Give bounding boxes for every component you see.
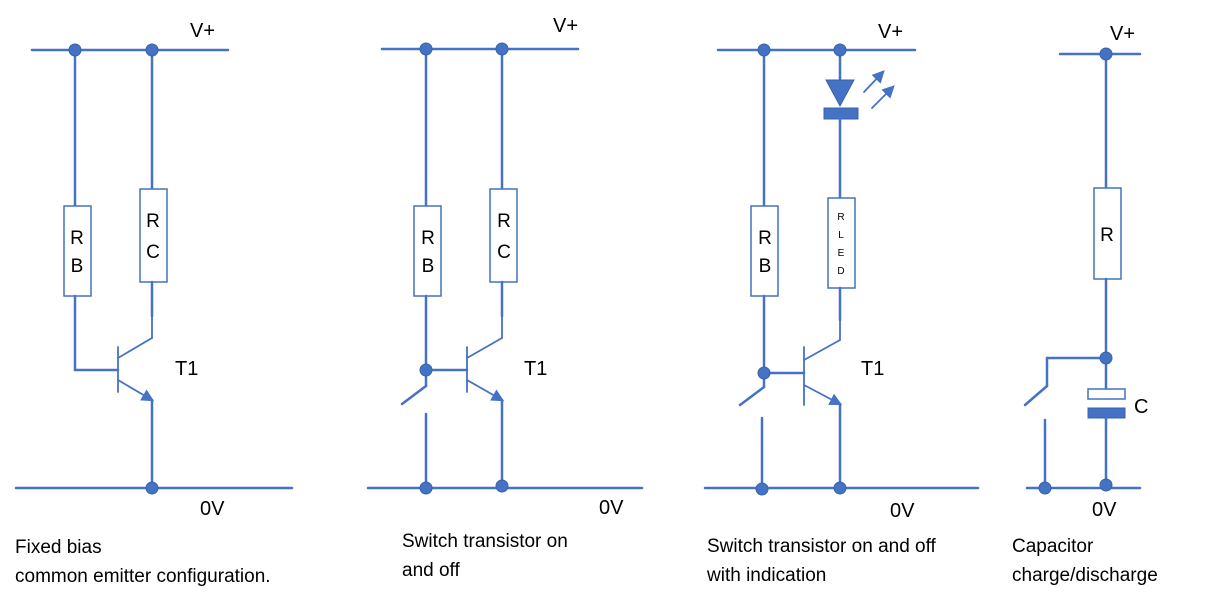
resistor-label: C — [497, 242, 511, 263]
caption-line: and off — [402, 560, 460, 581]
junction-dot — [833, 481, 847, 495]
collector-resistor — [489, 188, 518, 283]
junction-dot — [755, 482, 769, 496]
junction-dot — [145, 43, 159, 57]
resistor-label: R — [70, 228, 84, 249]
resistor-label: R — [1100, 225, 1114, 246]
ground-label: 0V — [890, 500, 915, 522]
ground-label: 0V — [1092, 499, 1117, 521]
vplus-label: V+ — [553, 15, 578, 37]
caption-line: with indication — [706, 565, 826, 586]
resistor-label: D — [837, 266, 844, 277]
caption-line: Switch transistor on and off — [707, 536, 937, 557]
junction-dot — [1099, 47, 1113, 61]
vplus-label: V+ — [878, 21, 903, 43]
switch-symbol — [400, 368, 428, 490]
circuit-switch-led: V+ 0V R B R L E D T1 Switch transistor o… — [703, 21, 980, 586]
resistor — [1093, 187, 1122, 280]
circuit-capacitor: V+ 0V R C Capacitor charge/discharge — [1012, 23, 1158, 586]
resistor-label: R — [146, 211, 160, 232]
resistor-label: B — [71, 256, 84, 277]
resistor-label: R — [497, 211, 511, 232]
circuit-switch: V+ 0V R B R C T1 Switch transistor on an… — [366, 15, 644, 581]
vplus-label: V+ — [190, 20, 215, 42]
ground-label: 0V — [599, 497, 624, 519]
capacitor-symbol — [1087, 388, 1126, 419]
base-resistor — [750, 205, 779, 297]
transistor-label: T1 — [524, 358, 547, 380]
resistor-label: B — [759, 256, 772, 277]
junction-dot — [833, 43, 847, 57]
transistor-symbol — [466, 315, 505, 402]
resistor-label: C — [146, 242, 160, 263]
junction-dot — [419, 481, 433, 495]
circuit-fixed-bias: V+ 0V R B R C T1 Fixed bias common emitt… — [14, 20, 294, 587]
caption-line: Capacitor — [1012, 536, 1094, 557]
capacitor-label: C — [1134, 396, 1148, 418]
junction-dot — [1099, 351, 1113, 365]
junction-dot — [419, 363, 433, 377]
vplus-label: V+ — [1110, 23, 1135, 45]
junction-dot — [1038, 481, 1052, 495]
junction-dot — [1099, 478, 1113, 492]
resistor-label: R — [421, 228, 435, 249]
junction-dot — [495, 479, 509, 493]
junction-dot — [495, 42, 509, 56]
resistor-label: R — [837, 212, 844, 223]
caption-line: Switch transistor on — [402, 531, 568, 552]
junction-dot — [68, 43, 82, 57]
led-symbol — [823, 70, 895, 120]
resistor-label: L — [838, 230, 844, 241]
base-resistor — [63, 205, 92, 297]
junction-dot — [757, 43, 771, 57]
collector-resistor — [139, 188, 168, 283]
transistor-symbol — [117, 315, 155, 402]
switch-symbol — [1023, 356, 1108, 490]
resistor-label: B — [422, 256, 435, 277]
caption-line: common emitter configuration. — [15, 566, 271, 587]
switch-symbol — [738, 371, 766, 490]
ground-label: 0V — [200, 498, 225, 520]
junction-dot — [145, 481, 159, 495]
resistor-label: E — [838, 248, 845, 259]
caption-line: Fixed bias — [15, 537, 102, 558]
transistor-label: T1 — [175, 358, 198, 380]
junction-dot — [419, 42, 433, 56]
transistor-label: T1 — [861, 358, 884, 380]
transistor-symbol — [803, 319, 843, 406]
junction-dot — [757, 366, 771, 380]
caption-line: charge/discharge — [1012, 565, 1158, 586]
resistor-label: R — [758, 228, 772, 249]
base-resistor — [413, 205, 442, 297]
led-resistor — [827, 197, 856, 289]
